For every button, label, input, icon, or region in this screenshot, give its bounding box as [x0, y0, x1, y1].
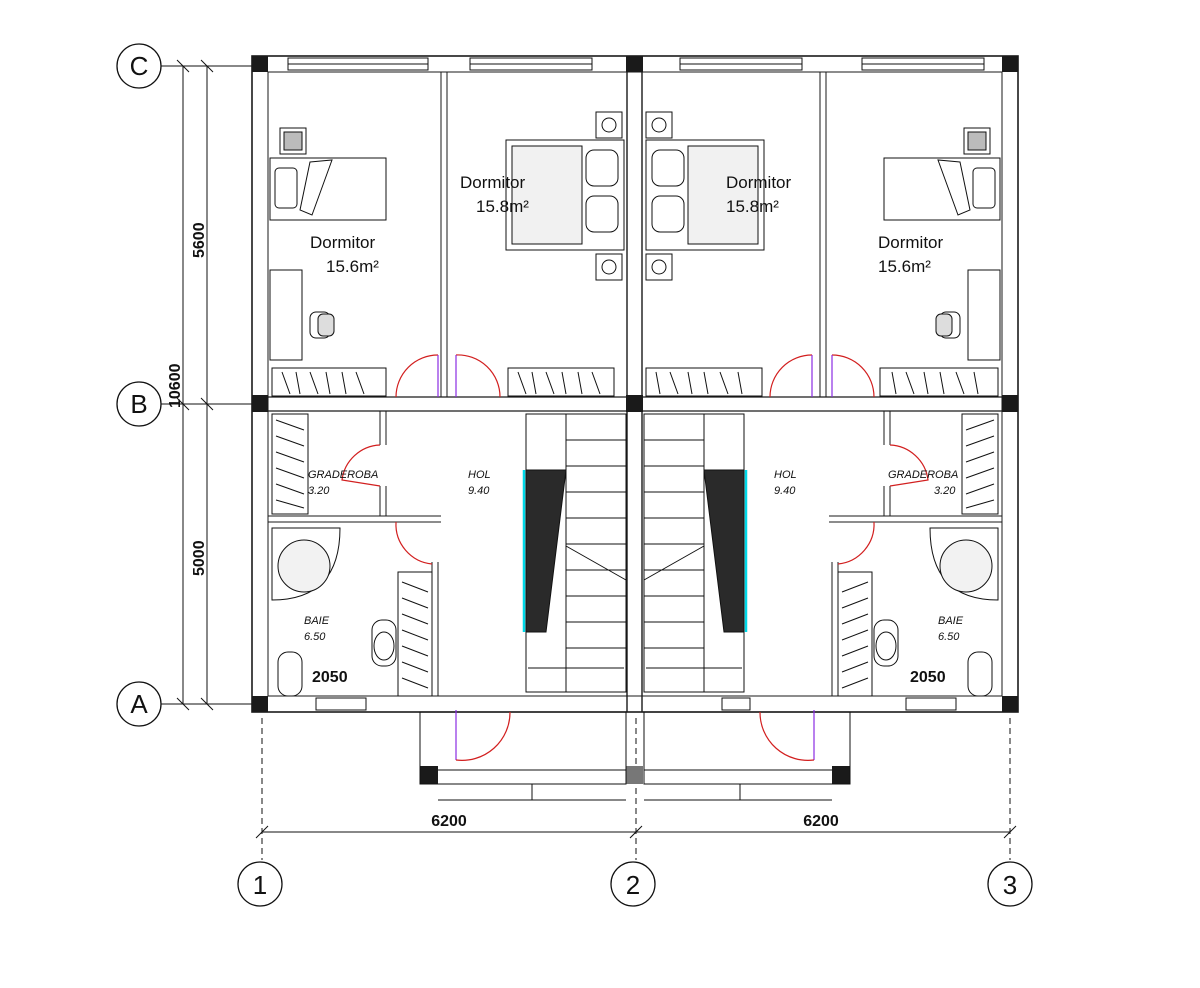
- room-area-wardrobe-right: 3.20: [934, 485, 956, 497]
- room-area-bath-right: 6.50: [938, 631, 960, 643]
- room-area-bedroom-left-small: 15.6m²: [326, 257, 379, 276]
- desk-left: [269, 269, 335, 361]
- svg-text:B: B: [130, 389, 147, 419]
- room-area-bedroom-right-small: 15.6m²: [878, 257, 931, 276]
- axis-row-b: B: [116, 381, 162, 427]
- structural-columns: [252, 56, 1018, 784]
- room-area-bedroom-left-master: 15.8m²: [476, 197, 529, 216]
- dim-lower: 5000: [191, 540, 208, 576]
- bed-right-single: [883, 127, 1001, 221]
- room-area-bath-left: 6.50: [304, 631, 326, 643]
- svg-text:3: 3: [1003, 870, 1017, 900]
- room-name-bath-right: BAIE: [938, 615, 964, 627]
- doors-wardrobes: [341, 444, 929, 487]
- doors-baths: [395, 521, 875, 565]
- dim-left-width: 6200: [431, 813, 467, 830]
- bed-left-single: [269, 127, 387, 221]
- wardrobe-right-shelving: [961, 413, 999, 515]
- desk-right: [935, 269, 1001, 361]
- stairs: [522, 413, 748, 693]
- svg-text:2: 2: [626, 870, 640, 900]
- room-area-bedroom-right-master: 15.8m²: [726, 197, 779, 216]
- windows: [287, 57, 985, 711]
- room-name-hall-right: HOL: [774, 469, 797, 481]
- svg-text:C: C: [130, 51, 149, 81]
- axis-col-2: 2: [610, 861, 656, 907]
- axis-row-a: A: [116, 681, 162, 727]
- room-name-bath-left: BAIE: [304, 615, 330, 627]
- bed-left-double: [505, 111, 625, 281]
- bath-right-fixtures: [837, 527, 999, 697]
- dim-bath-right: 2050: [910, 669, 946, 686]
- bed-right-double: [645, 111, 765, 281]
- bath-left-fixtures: [271, 527, 433, 697]
- axis-row-c: C: [116, 43, 162, 89]
- room-area-hall-right: 9.40: [774, 485, 796, 497]
- dim-total: 10600: [167, 363, 184, 408]
- dim-right-width: 6200: [803, 813, 839, 830]
- dim-upper: 5600: [191, 222, 208, 258]
- room-name-bedroom-left-small: Dormitor: [310, 233, 376, 252]
- svg-text:1: 1: [253, 870, 267, 900]
- room-area-wardrobe-left: 3.20: [308, 485, 330, 497]
- entrance: [419, 710, 851, 801]
- room-area-hall-left: 9.40: [468, 485, 490, 497]
- horizontal-dimensions: [255, 718, 1017, 860]
- svg-text:A: A: [130, 689, 148, 719]
- walls: [251, 55, 1019, 713]
- room-name-bedroom-right-small: Dormitor: [878, 233, 944, 252]
- vertical-dimensions: [170, 59, 255, 711]
- wardrobe-left-shelving: [271, 413, 309, 515]
- closets-bedrooms: [271, 367, 999, 397]
- room-name-hall-left: HOL: [468, 469, 491, 481]
- dim-bath-left: 2050: [312, 669, 348, 686]
- room-name-wardrobe-right: GRADEROBA: [888, 469, 958, 481]
- doors-bedrooms: [395, 354, 875, 398]
- axis-col-3: 3: [987, 861, 1033, 907]
- room-name-wardrobe-left: GRADEROBA: [308, 469, 378, 481]
- axis-col-1: 1: [237, 861, 283, 907]
- room-name-bedroom-right-master: Dormitor: [726, 173, 792, 192]
- room-name-bedroom-left-master: Dormitor: [460, 173, 526, 192]
